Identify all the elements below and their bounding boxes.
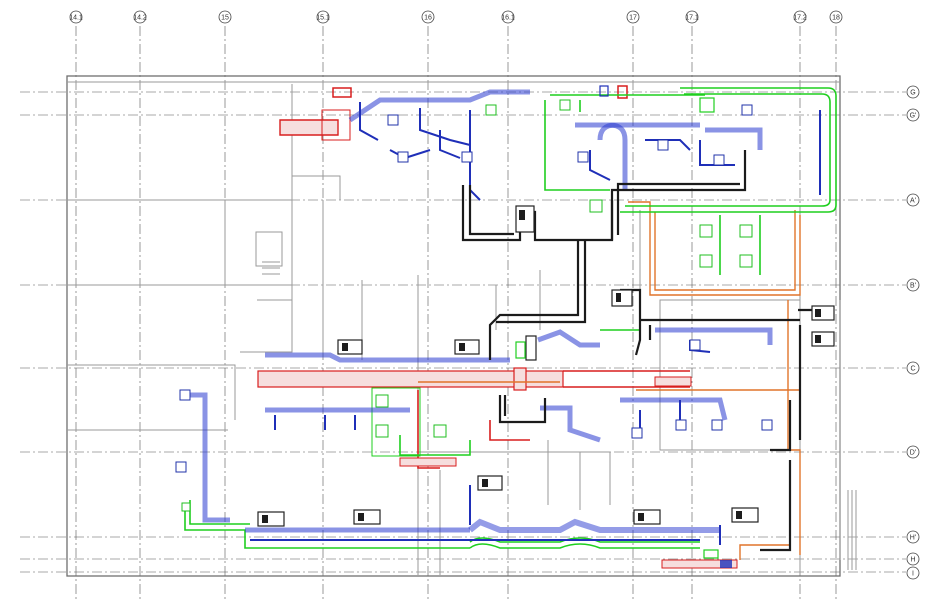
row-grid-bubbles: G G' A' B' C D' H' H I: [906, 85, 920, 580]
grid-bubble-C: C: [906, 361, 920, 375]
svg-text:17.1: 17.1: [685, 15, 699, 22]
supply-diffusers: [175, 104, 773, 473]
row-grid-lines: [20, 91, 906, 573]
fan-coil-unit-icon: [811, 305, 835, 321]
supply-diffuser-icon: [711, 419, 723, 431]
svg-text:H': H': [910, 535, 916, 542]
fan-coil-unit-icon: [515, 205, 535, 233]
supply-diffuser-icon: [741, 104, 753, 116]
fan-coil-unit-icon: [811, 331, 835, 347]
grid-bubble-B-prime: B': [906, 278, 920, 292]
svg-text:15.1: 15.1: [316, 15, 330, 22]
supply-diffuser-icon: [713, 154, 725, 166]
supply-diffuser-icon: [397, 151, 409, 163]
svg-text:D': D': [910, 450, 916, 457]
svg-text:H: H: [910, 557, 915, 564]
svg-text:I: I: [912, 571, 914, 578]
return-grille-icon: [181, 502, 191, 512]
misc-grilles: [515, 85, 732, 568]
grid-bubble-16: 16: [421, 10, 435, 24]
exhaust-ductwork: [257, 85, 738, 569]
fan-coil-unit-icon: [633, 509, 661, 525]
grid-bubble-H: H: [906, 552, 920, 566]
grid-bubble-15: 15: [218, 10, 232, 24]
fan-coil-unit-icon: [525, 335, 537, 361]
svg-text:17.2: 17.2: [793, 15, 807, 22]
grid-bubble-17-1: 17.1: [685, 10, 699, 24]
supply-diffuser-icon: [387, 114, 399, 126]
return-grille-icon: [559, 99, 571, 111]
exhaust-grille-2: [617, 85, 628, 99]
supply-ductwork: [185, 89, 821, 545]
grid-bubble-G-prime: G': [906, 108, 920, 122]
supply-diffuser-icon: [175, 461, 187, 473]
exhaust-duct-main: [257, 370, 564, 388]
supply-diffuser-icon: [689, 339, 701, 351]
fan-coil-unit-icon: [477, 475, 503, 491]
svg-text:G': G': [910, 113, 917, 120]
return-grille-icon: [589, 199, 603, 213]
return-grille-icon: [739, 254, 753, 268]
grid-bubble-14-2: 14.2: [133, 10, 147, 24]
main-trunk-duct: [461, 150, 830, 552]
fan-coil-unit-icon: [257, 511, 285, 527]
grid-bubble-I: I: [906, 566, 920, 580]
fan-coil-unit-icon: [611, 289, 633, 307]
svg-text:A': A': [910, 198, 916, 205]
grid-bubble-D-prime: D': [906, 445, 920, 459]
grid-bubble-H-prime: H': [906, 530, 920, 544]
grid-bubble-14-1: 14.1: [69, 10, 83, 24]
svg-text:C: C: [910, 366, 915, 373]
return-grille-icon: [375, 394, 389, 408]
grid-bubble-18: 18: [829, 10, 843, 24]
supply-diffuser-icon: [577, 151, 589, 163]
svg-text:16.1: 16.1: [501, 15, 515, 22]
exhaust-duct-upper-left: [279, 119, 339, 136]
supply-diffuser-icon: [631, 427, 643, 439]
return-grille-icon: [699, 254, 713, 268]
fan-coil-unit-icon: [454, 339, 480, 355]
return-grille-icon: [739, 224, 753, 238]
exhaust-grille: [332, 87, 352, 98]
grid-bubble-15-1: 15.1: [316, 10, 330, 24]
fan-coil-unit-icon: [353, 509, 381, 525]
svg-text:17: 17: [629, 15, 637, 22]
svg-text:18: 18: [832, 15, 840, 22]
column-grid-bubbles: 14.1 14.2 15 15.1 16 16.1 17 17.1 17.2 1…: [69, 10, 843, 24]
fan-coil-unit-icon: [337, 339, 363, 355]
grid-bubble-G: G: [906, 85, 920, 99]
fan-coil-unit-icon: [731, 507, 759, 523]
supply-diffuser-icon: [179, 389, 191, 401]
svg-text:16: 16: [424, 15, 432, 22]
return-grille-icon: [433, 424, 447, 438]
fan-coil-units: [257, 205, 835, 527]
grid-bubble-17: 17: [626, 10, 640, 24]
supply-diffuser-icon: [761, 419, 773, 431]
supply-diffuser-icon: [675, 419, 687, 431]
svg-text:15: 15: [221, 15, 229, 22]
grid-bubble-A-prime: A': [906, 193, 920, 207]
grid-bubble-17-2: 17.2: [793, 10, 807, 24]
return-grille-icon: [375, 424, 389, 438]
return-grille-icon: [485, 104, 497, 116]
building-walls: [66, 75, 857, 577]
return-grille-icon: [699, 224, 713, 238]
svg-text:14.2: 14.2: [133, 15, 147, 22]
svg-text:B': B': [910, 283, 916, 290]
svg-text:14.1: 14.1: [69, 15, 83, 22]
supply-diffuser-icon: [461, 151, 473, 163]
grid-bubble-16-1: 16.1: [501, 10, 515, 24]
svg-text:G: G: [910, 90, 915, 97]
supply-diffuser-icon: [657, 139, 669, 151]
return-grilles: [181, 99, 753, 512]
